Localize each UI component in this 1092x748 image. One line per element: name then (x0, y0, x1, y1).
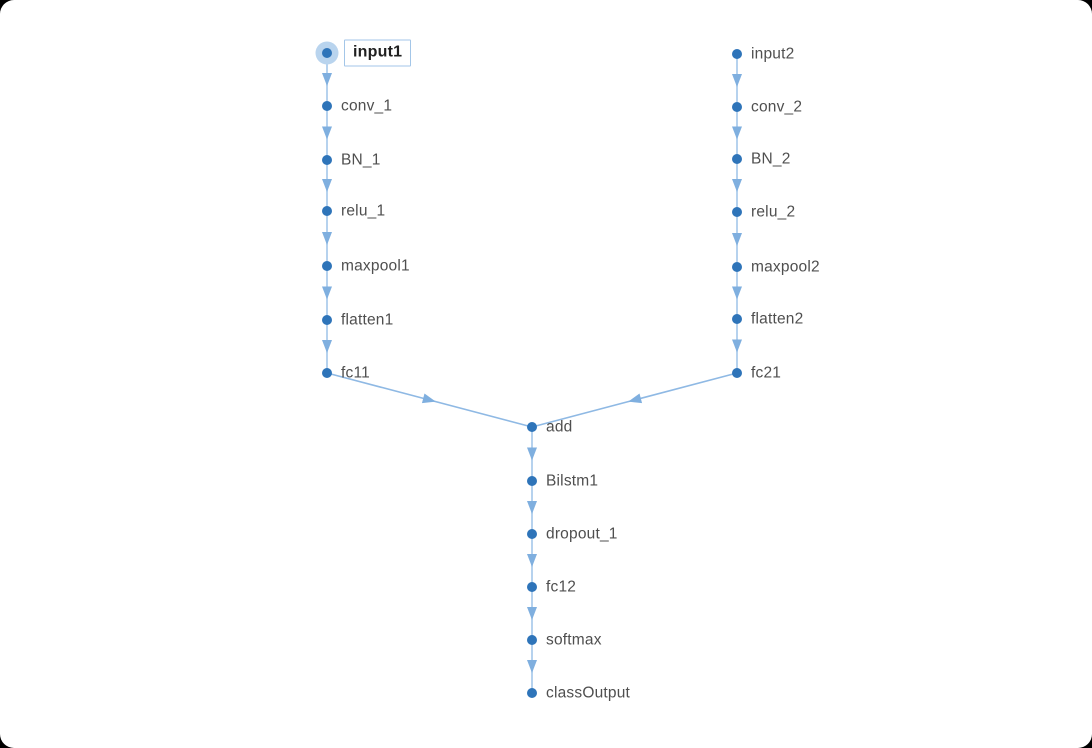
node-dot-input1[interactable] (322, 48, 332, 58)
node-label-input1[interactable]: input1 (344, 39, 412, 67)
graph-arrowhead (732, 74, 742, 87)
node-dot-conv_2[interactable] (732, 102, 742, 112)
graph-arrowhead (421, 393, 436, 404)
graph-arrowhead (322, 179, 332, 192)
node-label-fc12[interactable]: fc12 (546, 578, 577, 596)
node-dot-fc12[interactable] (527, 582, 537, 592)
node-dot-BN_2[interactable] (732, 154, 742, 164)
node-dot-conv_1[interactable] (322, 101, 332, 111)
graph-arrowhead (628, 393, 643, 404)
graph-arrowhead (322, 73, 332, 86)
node-dot-fc21[interactable] (732, 368, 742, 378)
node-dot-input2[interactable] (732, 49, 742, 59)
graph-arrowhead (527, 660, 537, 673)
graph-arrowhead (322, 286, 332, 300)
graph-arrowhead (732, 233, 742, 246)
node-label-classOutput[interactable]: classOutput (546, 684, 631, 702)
graph-arrowhead (527, 501, 537, 514)
node-dot-maxpool2[interactable] (732, 262, 742, 272)
node-label-flatten1[interactable]: flatten1 (341, 311, 394, 329)
node-label-input2[interactable]: input2 (751, 45, 795, 63)
node-dot-softmax[interactable] (527, 635, 537, 645)
node-label-relu_1[interactable]: relu_1 (341, 202, 386, 220)
node-label-fc21[interactable]: fc21 (751, 364, 782, 382)
node-dot-BN_1[interactable] (322, 155, 332, 165)
node-label-conv_2[interactable]: conv_2 (751, 98, 803, 116)
node-dot-flatten1[interactable] (322, 315, 332, 325)
graph-arrowhead (732, 179, 742, 192)
graph-arrowhead (527, 554, 537, 567)
node-label-Bilstm1[interactable]: Bilstm1 (546, 472, 599, 490)
node-label-relu_2[interactable]: relu_2 (751, 203, 796, 221)
graph-arrowhead (527, 447, 537, 461)
graph-arrowhead (322, 340, 332, 353)
node-label-conv_1[interactable]: conv_1 (341, 97, 393, 115)
node-dot-dropout_1[interactable] (527, 529, 537, 539)
node-dot-add[interactable] (527, 422, 537, 432)
graph-arrowhead (322, 232, 332, 245)
node-dot-flatten2[interactable] (732, 314, 742, 324)
node-label-add[interactable]: add (546, 418, 573, 436)
node-label-maxpool1[interactable]: maxpool1 (341, 257, 410, 275)
node-label-BN_1[interactable]: BN_1 (341, 151, 381, 169)
graph-arrowhead (527, 607, 537, 620)
node-dot-classOutput[interactable] (527, 688, 537, 698)
graph-arrowhead (732, 286, 742, 300)
node-dot-fc11[interactable] (322, 368, 332, 378)
node-dot-relu_1[interactable] (322, 206, 332, 216)
graph-arrowhead (732, 339, 742, 353)
node-label-dropout_1[interactable]: dropout_1 (546, 525, 618, 543)
node-label-BN_2[interactable]: BN_2 (751, 150, 791, 168)
node-label-fc11[interactable]: fc11 (341, 364, 370, 382)
node-dot-relu_2[interactable] (732, 207, 742, 217)
node-label-softmax[interactable]: softmax (546, 631, 602, 649)
node-dot-maxpool1[interactable] (322, 261, 332, 271)
graph-arrowhead (732, 126, 742, 140)
graph-arrowhead (322, 126, 332, 140)
node-label-maxpool2[interactable]: maxpool2 (751, 258, 820, 276)
node-label-flatten2[interactable]: flatten2 (751, 310, 804, 328)
node-dot-Bilstm1[interactable] (527, 476, 537, 486)
